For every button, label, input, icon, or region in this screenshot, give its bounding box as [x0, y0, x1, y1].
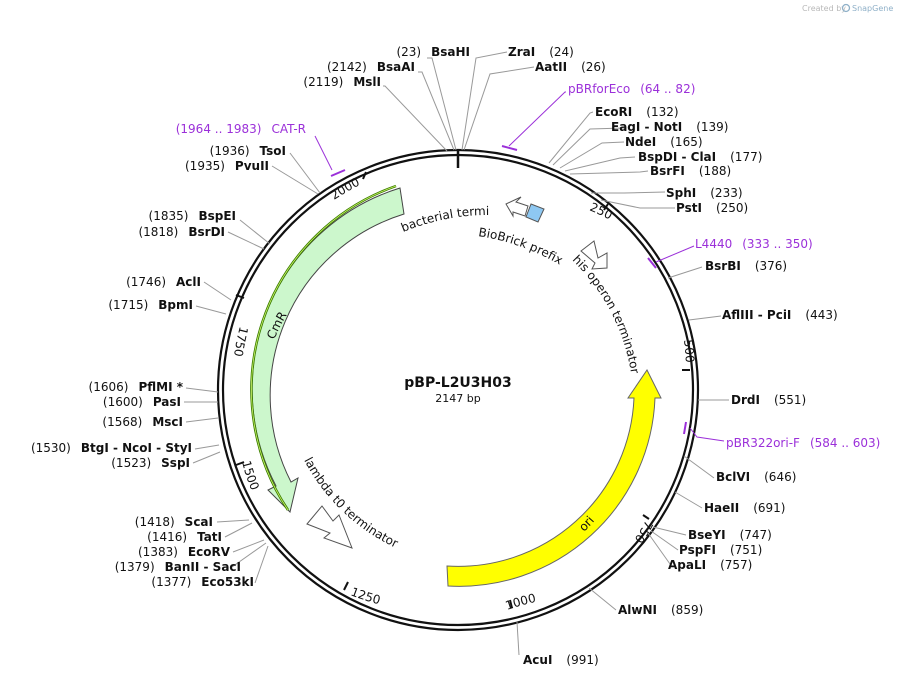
site-bpmi[interactable]: (1715)BpmI [108, 298, 193, 312]
tick-label-500: 500 [681, 339, 697, 363]
site-afliii-pcii[interactable]: AflIII - PciI(443) [722, 308, 838, 322]
primer-l4440[interactable]: L4440(333 .. 350) [695, 237, 813, 251]
site-haeii[interactable]: HaeII(691) [704, 501, 786, 515]
site-pspfi[interactable]: PspFI(751) [679, 543, 762, 557]
site-msci[interactable]: (1568)MscI [102, 415, 183, 429]
site-bspei[interactable]: (1835)BspEI [149, 209, 236, 223]
tick-label-1000: 1000 [504, 591, 538, 613]
site-bsahi[interactable]: (23)BsaHI [396, 45, 470, 59]
site-pflmi[interactable]: (1606)PflMI * [89, 380, 184, 394]
plasmid-name: pBP-L2U3H03 [404, 375, 512, 391]
site-psti[interactable]: PstI(250) [676, 201, 748, 215]
primer-cat-r[interactable]: (1964 .. 1983)CAT-R [176, 122, 306, 136]
credit-brand: SnapGene [852, 4, 893, 13]
feature-ori[interactable] [446, 369, 662, 587]
primer-leaders [314, 91, 725, 442]
site-btgi-ncoi-styi[interactable]: (1530)BtgI - NcoI - StyI [31, 441, 192, 455]
site-sphi[interactable]: SphI(233) [666, 186, 743, 200]
site-bspdi-clai[interactable]: BspDI - ClaI(177) [638, 150, 762, 164]
site-sspi[interactable]: (1523)SspI [111, 456, 190, 470]
feature-cmr[interactable] [250, 184, 405, 513]
site-pasi[interactable]: (1600)PasI [103, 395, 181, 409]
tick-label-1750: 1750 [231, 325, 251, 357]
site-leaders [184, 51, 729, 656]
site-scai[interactable]: (1418)ScaI [135, 515, 213, 529]
site-alwni[interactable]: AlwNI(859) [618, 603, 703, 617]
site-bsrdi[interactable]: (1818)BsrDI [138, 225, 225, 239]
tick-marks [235, 171, 690, 609]
feature-bacterial-terminator[interactable] [505, 196, 529, 218]
site-bsrfi[interactable]: BsrFI(188) [650, 164, 731, 178]
site-ndei[interactable]: NdeI(165) [625, 135, 703, 149]
site-msli[interactable]: (2119)MslI [303, 75, 381, 89]
bacterial-terminator-label: bacterial terminator [0, 0, 489, 235]
tick-label-1500: 1500 [239, 459, 262, 492]
site-bseyi[interactable]: BseYI(747) [688, 528, 772, 542]
site-bsaai[interactable]: (2142)BsaAI [327, 60, 415, 74]
site-bclvi[interactable]: BclVI(646) [716, 470, 796, 484]
primer-pbrforeco[interactable]: pBRforEco(64 .. 82) [568, 82, 695, 96]
credit-prefix: Created by [802, 4, 846, 13]
primer-marks [330, 145, 687, 435]
site-ecorv[interactable]: (1383)EcoRV [138, 545, 231, 559]
tick-label-1250: 1250 [349, 585, 382, 607]
site-banii-saci[interactable]: (1379)BanII - SacI [115, 560, 241, 574]
site-acli[interactable]: (1746)AclI [126, 275, 201, 289]
site-eagi-noti[interactable]: EagI - NotI(139) [611, 120, 728, 134]
feature-lambda-t0-terminator[interactable] [306, 505, 353, 549]
snapgene-logo-icon [841, 3, 851, 13]
site-eco53ki[interactable]: (1377)Eco53kI [151, 575, 254, 589]
site-ecori[interactable]: EcoRI(132) [595, 105, 679, 119]
lambda-t0-terminator-label: lambda t0 terminator [301, 455, 400, 551]
site-acui[interactable]: AcuI(991) [523, 653, 599, 667]
feature-his-operon-terminator[interactable] [580, 240, 608, 270]
site-drdi[interactable]: DrdI(551) [731, 393, 806, 407]
site-pvuii[interactable]: (1935)PvuII [185, 159, 269, 173]
site-zrai[interactable]: ZraI(24) [508, 45, 574, 59]
primer-pbr322ori-f[interactable]: pBR322ori-F(584 .. 603) [726, 436, 880, 450]
site-aatii[interactable]: AatII(26) [535, 60, 606, 74]
site-tsoi[interactable]: (1936)TsoI [210, 144, 286, 158]
site-bsrbi[interactable]: BsrBI(376) [705, 259, 787, 273]
feature-biobrick-prefix[interactable] [525, 203, 545, 223]
site-apali[interactable]: ApaLI(757) [668, 558, 752, 572]
biobrick-prefix-label: BioBrick prefix [478, 225, 566, 267]
his-operon-terminator-label: his operon terminator [570, 252, 642, 374]
site-tati[interactable]: (1416)TatI [147, 530, 222, 544]
plasmid-length: 2147 bp [435, 392, 480, 405]
